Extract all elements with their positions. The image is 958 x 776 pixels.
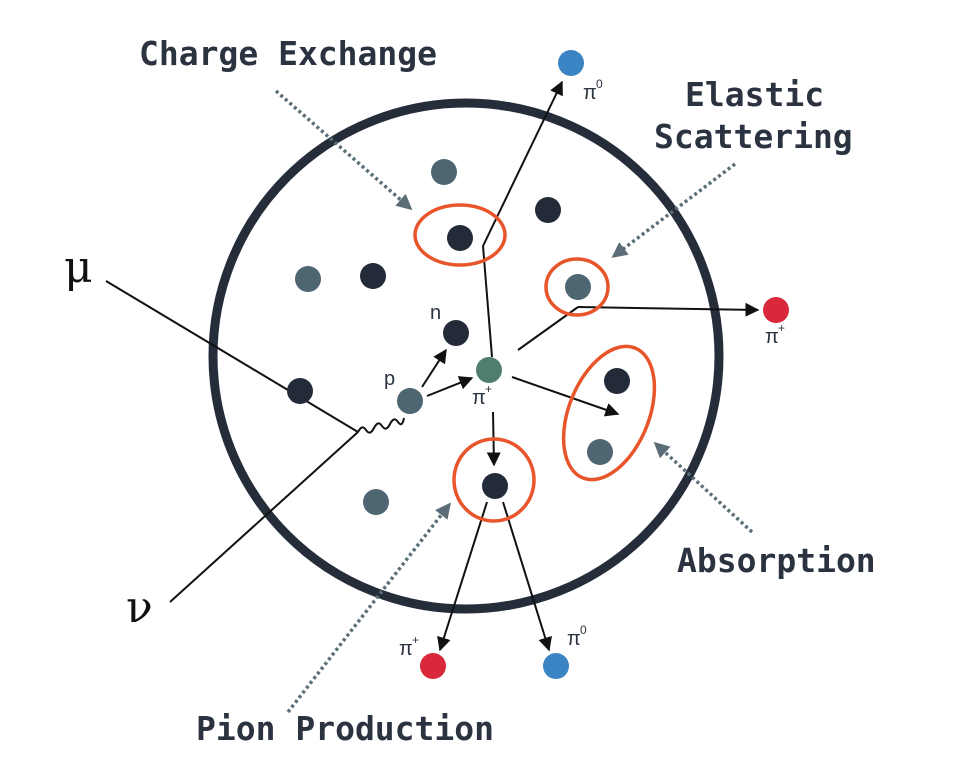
neutron-label: n <box>430 302 441 324</box>
muon-track <box>105 280 359 433</box>
pion-production-label: Pion Production <box>196 709 494 748</box>
pi-zero-label-charge: 0 <box>596 77 603 91</box>
pion-production-highlight <box>452 437 536 523</box>
pi-zero-label: π <box>583 82 597 104</box>
pion-label-charge: + <box>485 382 492 396</box>
pi-zero-label: π <box>567 628 581 650</box>
elastic-scattering-label-line1: Elastic <box>685 75 824 114</box>
production-pi0-arrow <box>502 501 552 652</box>
pi-plus-label: π <box>765 326 779 348</box>
proton-label: p <box>384 368 395 390</box>
pion-to-absorption-arrow <box>511 376 620 417</box>
nucleon <box>363 489 389 515</box>
pion-to-charge-exchange-line <box>482 245 493 358</box>
elastic-pi-plus-arrow <box>577 302 760 317</box>
elastic-callout-arrow <box>611 162 737 258</box>
pi-zero-particle <box>558 50 584 76</box>
pion-production-callout-arrow <box>286 502 451 714</box>
absorption-callout-arrow <box>653 441 754 534</box>
pi-plus-label: π <box>399 638 413 660</box>
charge-exchange-highlight <box>413 203 507 267</box>
nucleon <box>431 159 457 185</box>
proton-to-neutron-arrow <box>421 348 447 388</box>
neutrino-track <box>169 431 359 603</box>
muon-symbol: μ <box>64 242 93 293</box>
pion-label: π <box>472 387 486 409</box>
pi-zero-particle <box>543 653 569 679</box>
elastic-nucleon <box>565 274 591 300</box>
absorption-nucleon <box>587 439 613 465</box>
neutrino-symbol: ν <box>126 582 153 633</box>
production-nucleon <box>482 473 508 499</box>
proton-to-pion-arrow <box>426 376 474 397</box>
production-pi-plus-arrow <box>437 501 488 652</box>
elastic-scattering-highlight <box>544 257 610 317</box>
charge-exchange-callout-arrow <box>274 89 413 211</box>
charge-exchange-label: Charge Exchange <box>139 34 437 73</box>
intermediate-pion <box>476 357 502 383</box>
nucleon <box>287 378 313 404</box>
nucleon <box>535 197 561 223</box>
w-boson-wiggle <box>357 417 405 434</box>
absorption-nucleon <box>604 368 630 394</box>
pi-zero-label-charge: 0 <box>580 623 587 637</box>
nucleon <box>360 263 386 289</box>
pi-plus-particle <box>420 653 446 679</box>
proton <box>397 388 423 414</box>
pi-plus-label-charge: + <box>778 321 785 335</box>
charge-exchange-nucleon <box>447 225 473 251</box>
pi-plus-particle <box>763 297 789 323</box>
absorption-highlight <box>561 344 657 482</box>
absorption-label: Absorption <box>677 541 876 580</box>
neutron <box>443 320 469 346</box>
nucleus-boundary <box>208 98 724 614</box>
elastic-scattering-label-line2: Scattering <box>654 117 853 156</box>
pi-plus-label-charge: + <box>412 633 419 647</box>
nucleon <box>295 266 321 292</box>
